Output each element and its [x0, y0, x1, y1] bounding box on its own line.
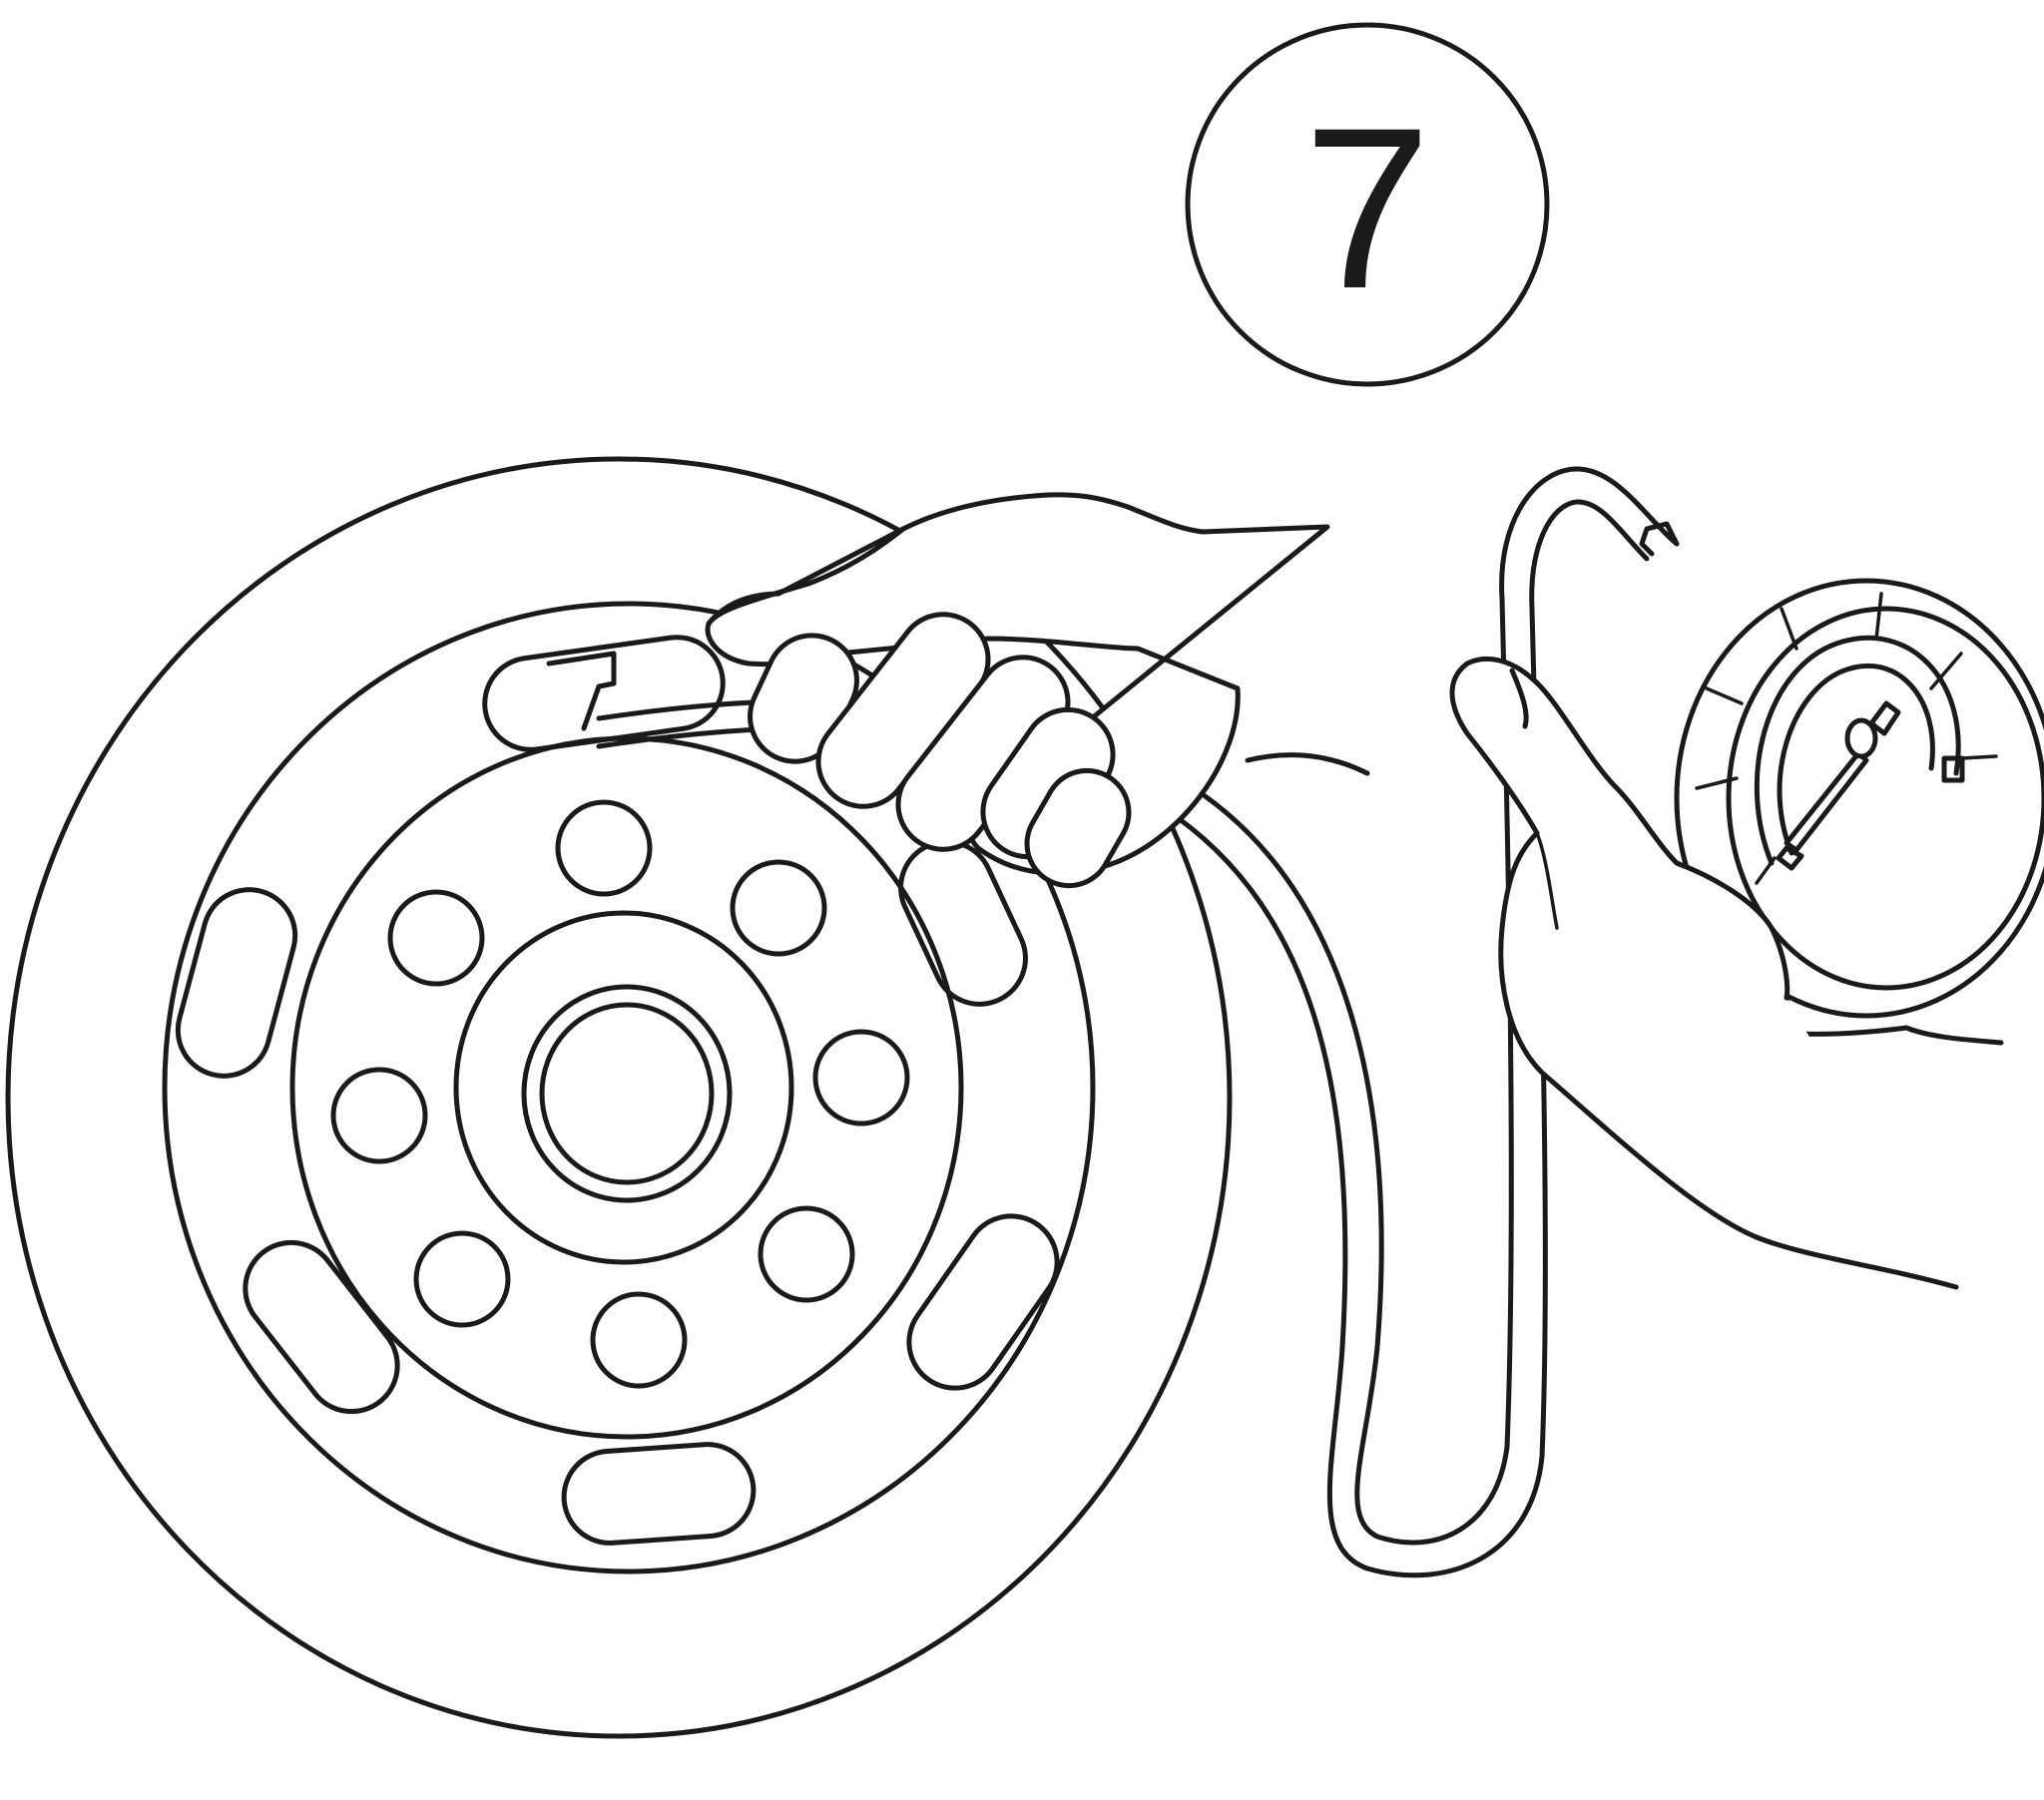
center-bore-inner: [539, 1002, 715, 1185]
thumb: [706, 526, 906, 627]
dial-ticks: [1695, 592, 1998, 885]
thumb-nail: [1509, 668, 1529, 729]
lug-hole: [812, 1029, 910, 1126]
dial-tick: [1874, 592, 1883, 641]
lug-holes: [330, 799, 910, 1389]
hub-ring: [453, 910, 794, 1265]
dial-tick: [1695, 776, 1739, 790]
wrist-line: [1245, 752, 1370, 776]
rim-slot: [175, 887, 298, 1079]
rim-outer: [162, 601, 1096, 1575]
step-badge-circle: [1185, 22, 1550, 387]
dial-tick: [1929, 652, 1963, 690]
gauge-needle: [1776, 700, 1901, 871]
valve-stem: [546, 651, 617, 731]
lug-hole: [413, 1230, 511, 1328]
step-number: 7: [1303, 80, 1431, 336]
left-hand: [705, 492, 1370, 889]
needle-tail: [1776, 845, 1804, 871]
gauge-connector: [1639, 521, 1680, 557]
lug-hole: [330, 1067, 428, 1164]
dial-tick: [1705, 686, 1744, 705]
needle-tip: [1868, 700, 1901, 736]
right-hand-palm: [1449, 656, 1959, 1290]
dial-tick: [1959, 754, 1998, 760]
pressure-gauge-icon: [1639, 521, 2044, 1037]
gauge-face: [1726, 606, 2044, 991]
step-badge: 7: [1185, 22, 1550, 387]
rim-slot: [906, 1213, 1060, 1391]
dial-end-stop: [1941, 755, 1965, 783]
rim-slot: [243, 1239, 400, 1415]
lug-hole: [758, 1205, 855, 1303]
finger: [1024, 767, 1132, 889]
dial-arc-inner: [1777, 664, 1935, 856]
needle-pivot: [1844, 717, 1878, 759]
center-bore-outer: [521, 984, 733, 1203]
wheel-icon: [5, 456, 1233, 1739]
dial-tick: [1755, 856, 1777, 885]
needle-shaft: [1784, 750, 1869, 853]
rim-slot: [561, 1442, 757, 1546]
lug-hole: [730, 859, 827, 957]
right-hand: [1449, 656, 2004, 1290]
dial-tick: [1780, 607, 1798, 651]
finger-tip: [1903, 1025, 2004, 1046]
rim-inner: [289, 735, 964, 1440]
rim-slot-valve: [482, 635, 726, 752]
palm-crease: [1535, 831, 1559, 930]
lug-hole: [555, 799, 653, 897]
dial-arc-outer: [1754, 635, 1961, 866]
tire-outer: [5, 456, 1233, 1739]
lug-hole: [590, 1291, 688, 1389]
lug-hole: [387, 889, 485, 987]
